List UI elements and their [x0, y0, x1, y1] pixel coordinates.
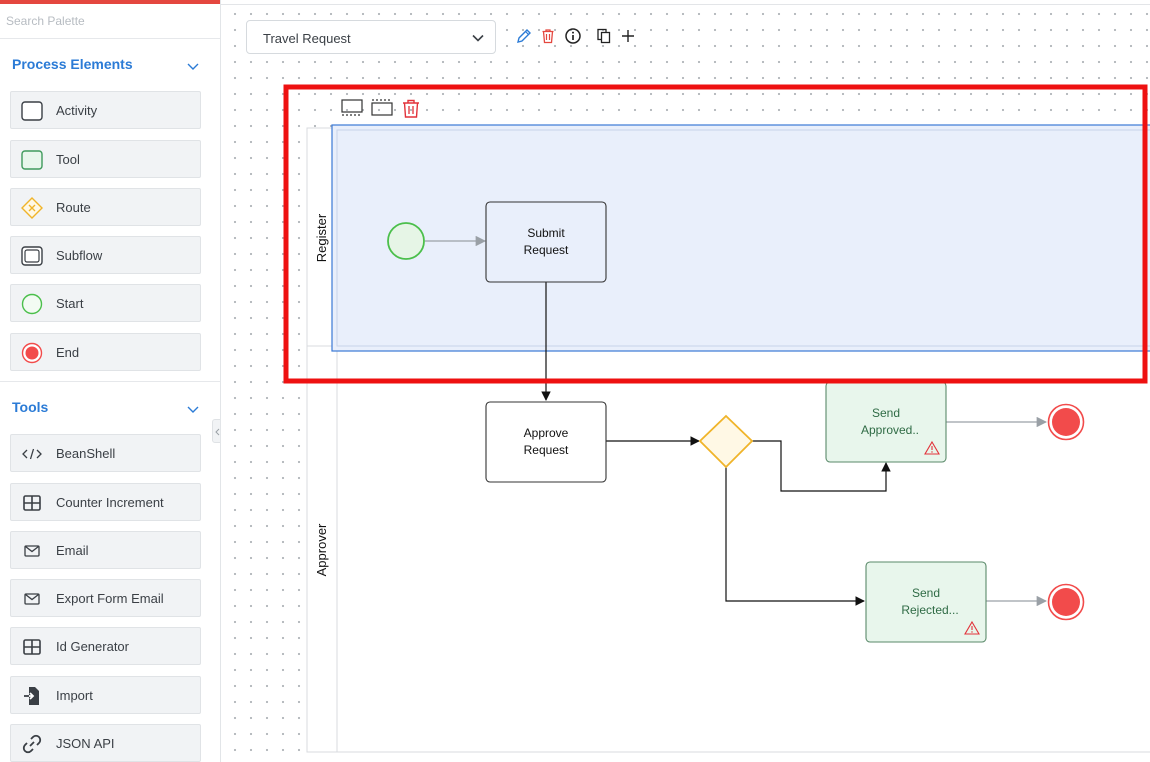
- canvas-top-divider: [221, 4, 1150, 5]
- process-elements-title: Process Elements: [12, 56, 133, 72]
- insert-lane-above-icon[interactable]: [341, 99, 363, 116]
- info-icon[interactable]: [564, 27, 582, 45]
- sidebar-collapse-handle[interactable]: [212, 419, 220, 443]
- palette-item-label: Subflow: [56, 248, 103, 263]
- palette-item-end[interactable]: End: [10, 333, 201, 371]
- palette-item-label: Export Form Email: [56, 591, 164, 606]
- route-icon: [21, 197, 43, 219]
- search-palette-input[interactable]: Search Palette: [0, 4, 220, 39]
- process-select-value: Travel Request: [263, 31, 351, 46]
- section-divider: [0, 381, 220, 382]
- add-icon[interactable]: [619, 27, 637, 45]
- warning-icon: [964, 620, 980, 635]
- palette-item-label: Email: [56, 543, 89, 558]
- code-icon: [22, 448, 42, 460]
- palette-item-beanshell[interactable]: BeanShell: [10, 434, 201, 472]
- palette-item-import[interactable]: Import: [10, 676, 201, 714]
- lane-label-approver: Approver: [314, 523, 329, 576]
- link-icon: [22, 734, 42, 754]
- palette-item-label: Counter Increment: [56, 495, 164, 510]
- palette-sidebar: Search Palette Process Elements Activity…: [0, 0, 221, 762]
- palette-item-label: Id Generator: [56, 639, 129, 654]
- activity-label: Request: [524, 443, 569, 457]
- activity-label: Submit: [527, 226, 565, 240]
- activity-submit-request[interactable]: Submit Request: [485, 201, 607, 283]
- flow-route-to-approved[interactable]: [752, 440, 891, 492]
- tool-label: Approved..: [861, 423, 919, 437]
- tool-icon: [21, 150, 43, 170]
- palette-item-label: Activity: [56, 103, 98, 118]
- palette-item-route[interactable]: Route: [10, 188, 201, 226]
- end-node-rejected[interactable]: [1047, 583, 1085, 621]
- chevron-down-icon[interactable]: [186, 402, 200, 416]
- palette-item-label: Import: [56, 688, 93, 703]
- mail-icon: [24, 593, 40, 605]
- activity-label: Request: [524, 243, 569, 257]
- end-node-approved[interactable]: [1047, 403, 1085, 441]
- activity-label: Approve: [524, 426, 569, 440]
- edit-pencil-icon[interactable]: [515, 27, 533, 45]
- palette-item-email[interactable]: Email: [10, 531, 201, 569]
- activity-approve-request[interactable]: Approve Request: [485, 401, 607, 483]
- chevron-left-icon: [215, 428, 220, 436]
- lane-label-register: Register: [314, 213, 329, 262]
- tools-title: Tools: [12, 399, 49, 415]
- selection-highlight-frame: [283, 84, 1148, 384]
- tool-label: Rejected...: [901, 603, 958, 617]
- palette-item-json-api[interactable]: JSON API: [10, 724, 201, 762]
- activity-icon: [21, 101, 43, 121]
- palette-item-label: BeanShell: [56, 446, 116, 461]
- palette-item-id-generator[interactable]: Id Generator: [10, 627, 201, 665]
- palette-item-export-form-email[interactable]: Export Form Email: [10, 579, 201, 617]
- process-elements-header[interactable]: Process Elements: [0, 50, 220, 80]
- palette-item-counter-increment[interactable]: Counter Increment: [10, 483, 201, 521]
- copy-icon[interactable]: [595, 27, 613, 45]
- palette-item-label: JSON API: [56, 736, 115, 751]
- palette-item-activity[interactable]: Activity: [10, 91, 201, 129]
- insert-lane-below-icon[interactable]: [371, 99, 393, 116]
- palette-item-label: Route: [56, 200, 91, 215]
- lane-register-inner: [336, 129, 1150, 347]
- grid-icon: [23, 495, 41, 511]
- flow-route-to-rejected[interactable]: [725, 467, 865, 606]
- end-icon: [21, 342, 43, 364]
- palette-item-label: Start: [56, 296, 84, 311]
- palette-item-tool[interactable]: Tool: [10, 140, 201, 178]
- subflow-icon: [21, 246, 43, 266]
- route-gateway[interactable]: [698, 414, 754, 469]
- grid-icon: [23, 639, 41, 655]
- palette-item-label: End: [56, 345, 80, 360]
- brand-bar: [0, 0, 220, 4]
- start-node[interactable]: [387, 222, 425, 260]
- warning-icon: [924, 440, 940, 455]
- tools-header[interactable]: Tools: [0, 393, 220, 423]
- tool-send-approved[interactable]: Send Approved..: [825, 381, 947, 463]
- tool-label: Send: [872, 406, 900, 420]
- palette-item-subflow[interactable]: Subflow: [10, 236, 201, 274]
- trash-icon[interactable]: [539, 27, 557, 45]
- palette-item-start[interactable]: Start: [10, 284, 201, 322]
- tool-label: Send: [912, 586, 940, 600]
- chevron-down-icon: [472, 34, 484, 42]
- mail-icon: [24, 545, 40, 557]
- chevron-down-icon[interactable]: [186, 59, 200, 73]
- palette-item-label: Tool: [56, 152, 80, 167]
- lane-register-selection[interactable]: [331, 124, 1150, 352]
- tool-send-rejected[interactable]: Send Rejected...: [865, 561, 987, 643]
- process-select-dropdown[interactable]: Travel Request: [246, 20, 496, 54]
- delete-lane-icon[interactable]: [403, 99, 419, 118]
- import-icon: [24, 687, 39, 705]
- start-icon: [21, 293, 43, 315]
